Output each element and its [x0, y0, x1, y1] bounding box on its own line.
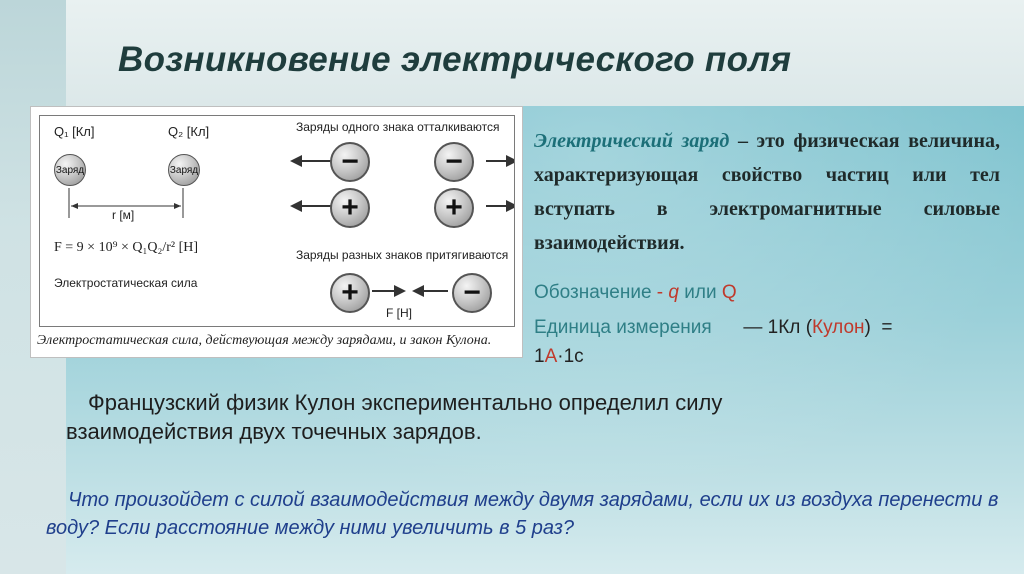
coulomb-figure: Q₁ [Кл] Q₂ [Кл] Заряд Заряд — [30, 106, 523, 358]
notation-line: Обозначение - q или Q — [534, 282, 737, 304]
figure-frame: Q₁ [Кл] Q₂ [Кл] Заряд Заряд — [39, 115, 515, 327]
unit-value: 1Кл — [767, 317, 801, 338]
plus-charge-icon: + — [330, 188, 370, 228]
unit-open-paren: ( — [805, 317, 813, 338]
charge-ball-2: Заряд — [168, 154, 200, 186]
plus-sign: + — [341, 276, 359, 309]
unlike-attract-label: Заряды разных знаков притягиваются — [296, 248, 509, 262]
plus-sign: + — [445, 191, 463, 224]
notation-q-lower: q — [668, 282, 679, 303]
notation-q-upper: Q — [721, 282, 737, 303]
unit-ampere: А — [544, 346, 558, 367]
unit-equals: = — [881, 317, 893, 338]
minus-charge-icon: − — [434, 142, 474, 182]
minus-charge-icon: − — [330, 142, 370, 182]
charge-ball-1: Заряд — [54, 154, 86, 186]
unit-line: Единица измерения — 1Кл (Кулон) = 1А·1с — [534, 313, 1000, 371]
notation-dash: - — [656, 282, 664, 303]
notation-label: Обозначение — [534, 282, 652, 303]
unit-one: 1 — [534, 346, 545, 367]
paragraph-text: Французский физик Кулон экспериментально… — [66, 390, 723, 444]
force-name: Электростатическая сила — [54, 276, 198, 290]
force-label: F [Н] — [386, 306, 412, 320]
plus-charge-icon: + — [434, 188, 474, 228]
question-body: Что произойдет с силой взаимодействия ме… — [46, 489, 999, 539]
charge-word: Заряд — [55, 164, 85, 176]
notation-or: или — [684, 282, 717, 303]
minus-charge-icon: − — [452, 273, 492, 313]
figure-caption: Электростатическая сила, действующая меж… — [37, 333, 492, 348]
coulomb-formula: F = 9 × 10⁹ × Q₁Q₂/r² [Н] — [54, 240, 199, 255]
unit-rest: ·1с — [557, 346, 584, 367]
unit-label: Единица измерения — [534, 317, 712, 338]
q1-label: Q₁ [Кл] — [54, 124, 95, 139]
plus-charge-icon: + — [330, 273, 370, 313]
charge-word: Заряд — [169, 164, 199, 176]
unit-name: Кулон — [812, 317, 865, 338]
title-band — [66, 0, 1024, 106]
plus-sign: + — [341, 191, 359, 224]
coulomb-paragraph: Французский физик Кулон экспериментально… — [66, 388, 886, 446]
minus-sign: − — [463, 276, 481, 309]
like-repel-label: Заряды одного знака отталкиваются — [296, 120, 500, 134]
minus-sign: − — [341, 145, 359, 178]
slide-title: Возникновение электрического поля — [118, 40, 792, 79]
q2-label: Q₂ [Кл] — [168, 124, 210, 139]
charge-definition: Электрический заряд – это физическая вел… — [534, 124, 1000, 260]
minus-sign: − — [445, 145, 463, 178]
question-text: Что произойдет с силой взаимодействия ме… — [46, 486, 1006, 542]
distance-label: r [м] — [112, 208, 135, 222]
definition-term: Электрический заряд — [534, 130, 730, 152]
definition-text: – это физическая величина, характеризующ… — [534, 130, 1000, 254]
unit-close-paren: ) — [864, 317, 871, 338]
unit-dash: — — [743, 317, 763, 338]
